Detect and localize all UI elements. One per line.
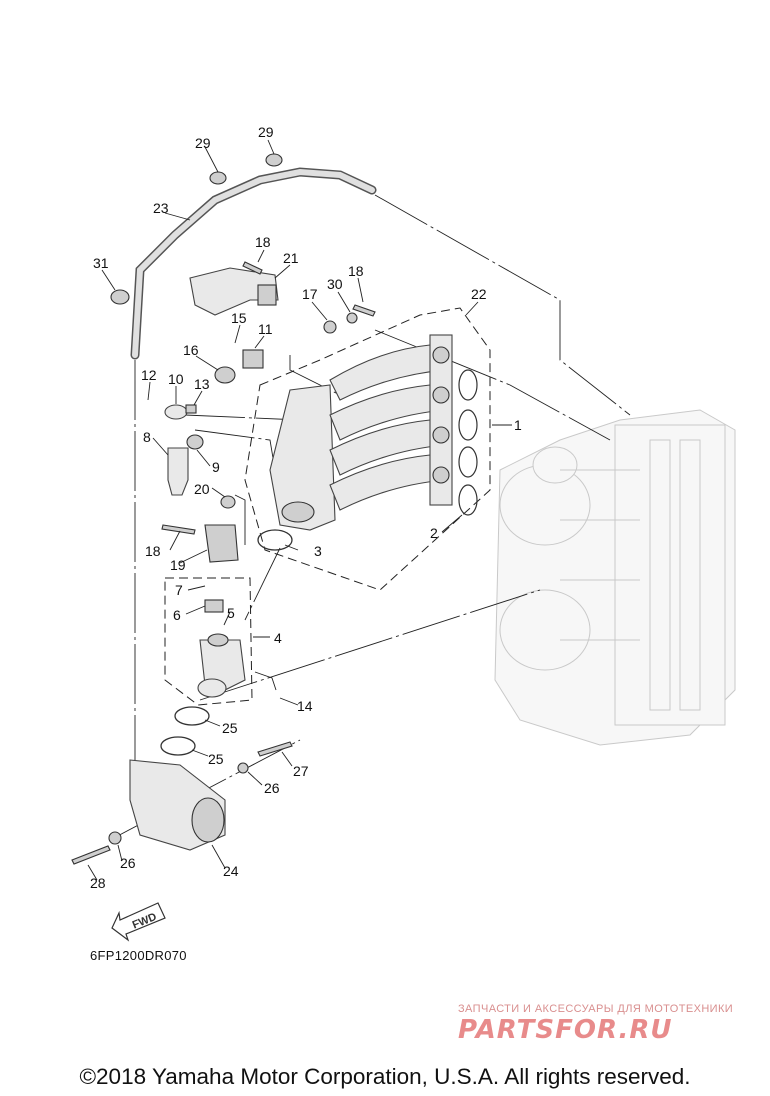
nut [323,320,337,334]
callout-9: 9 [212,459,220,475]
callout-6: 6 [173,607,181,623]
throttle-body-assembly-outline [164,577,253,706]
parts [71,153,478,865]
copyright-notice: ©2018 Yamaha Motor Corporation, U.S.A. A… [79,1064,691,1089]
intake-manifold-assembly-outline [244,307,491,591]
callout-28: 28 [90,875,106,891]
hose-clamp-a [209,171,227,185]
callout-25-lower: 25 [208,751,224,767]
callout-7: 7 [175,582,183,598]
callout-23: 23 [153,200,169,216]
intake-silencer [129,759,226,851]
clip [164,404,188,420]
leader-lines [87,139,512,881]
callout-18-left: 18 [145,543,161,559]
mount-bracket [204,524,239,563]
callout-16: 16 [183,342,199,358]
callout-14: 14 [297,698,313,714]
spacer [220,495,236,509]
callout-30: 30 [327,276,343,292]
grommet [214,366,236,384]
callout-5: 5 [227,605,235,621]
callout-29-left: 29 [195,135,211,151]
washer [346,312,358,324]
callout-22: 22 [471,286,487,302]
callout-17: 17 [302,286,318,302]
diagram-code: 6FP1200DR070 [90,948,187,963]
stud-bolt [257,741,293,757]
callout-15: 15 [231,310,247,326]
callout-8: 8 [143,429,151,445]
engine-block-ghost [494,409,736,746]
hose-clamp-b [265,153,283,167]
o-ring-lower [160,736,196,756]
callout-11: 11 [258,321,273,337]
callout-26-left: 26 [120,855,136,871]
callout-29-right: 29 [258,124,274,140]
o-ring [257,529,293,551]
intake-manifold [269,334,453,531]
callout-labels: 1 2 3 4 5 6 7 8 9 10 11 12 13 14 15 16 1… [90,124,522,891]
bolt-c [161,524,196,535]
sensor-cap [186,434,204,450]
callout-20: 20 [194,481,210,497]
long-bolt [71,845,111,865]
callout-18-right: 18 [348,263,364,279]
callout-19: 19 [170,557,186,573]
callout-31: 31 [93,255,109,271]
callout-10: 10 [168,371,184,387]
callout-12: 12 [141,367,157,383]
bolt-a [242,261,263,275]
callout-25-upper: 25 [222,720,238,736]
callout-2: 2 [430,525,438,541]
callout-24: 24 [223,863,239,879]
nut-upper [237,762,249,774]
callout-1: 1 [514,417,522,433]
bolt-b [352,304,376,317]
callout-4: 4 [274,630,282,646]
callout-13: 13 [194,376,210,392]
fwd-arrow-icon: FWD [111,902,166,942]
sensor [167,447,189,496]
manifold-gaskets [458,369,478,516]
callout-18-top: 18 [255,234,271,250]
callout-21: 21 [283,250,299,266]
hose-clamp-c [110,289,130,305]
o-ring-upper [174,706,210,726]
watermark-logo: PARTSFOR.RU [458,1015,673,1045]
small-fitting [185,404,197,414]
callout-3: 3 [314,543,322,559]
assembly-outlines [164,307,491,706]
hose-fitting [242,349,264,369]
callout-27: 27 [293,763,309,779]
tps-sensor [204,599,224,613]
throttle-body [197,633,246,698]
watermark-tagline: ЗАПЧАСТИ И АКСЕССУАРЫ ДЛЯ МОТОТЕХНИКИ [458,1003,734,1015]
nut-lower [108,831,122,845]
callout-26-right: 26 [264,780,280,796]
